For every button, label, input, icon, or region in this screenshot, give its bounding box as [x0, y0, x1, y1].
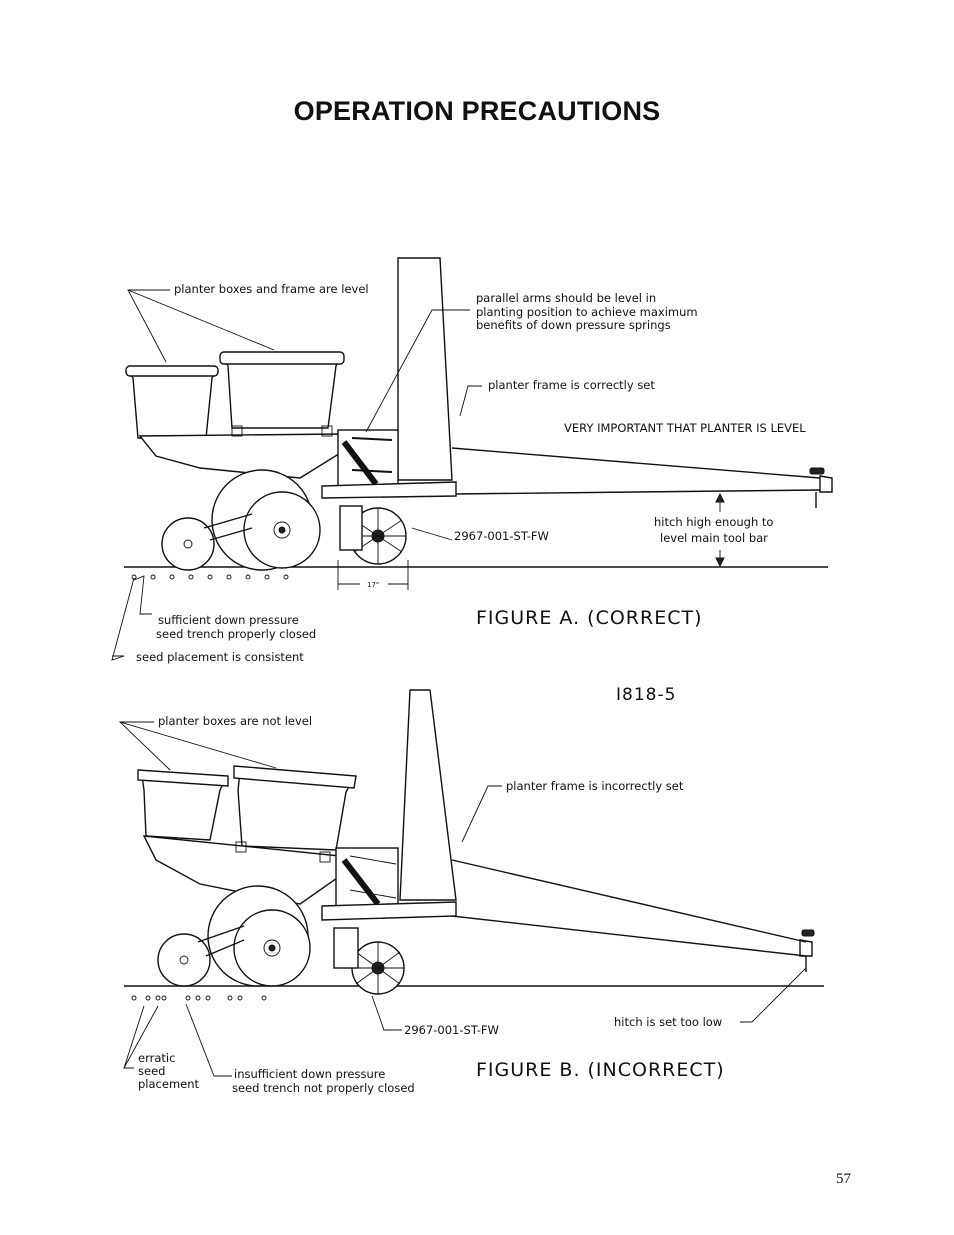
- planter-box-a1-lid: [125, 365, 219, 377]
- label-frame-incorrect: planter frame is incorrectly set: [506, 779, 684, 793]
- label-seed-consistent: seed placement is consistent: [136, 650, 304, 664]
- figure-b-caption: FIGURE B. (INCORRECT): [476, 1059, 725, 1081]
- label-hitch-too-low: hitch is set too low: [614, 1015, 722, 1029]
- label-erratic-2: seed: [138, 1064, 165, 1078]
- planter-frame-a: [138, 433, 343, 479]
- row-cleaner-b: [333, 927, 405, 995]
- dimension-17-label: 17": [367, 581, 379, 589]
- press-wheel-b: [157, 933, 211, 987]
- planter-box-a1: [126, 369, 218, 439]
- toolbar-post-b: [399, 689, 457, 901]
- label-hitch-2: level main tool bar: [660, 531, 768, 545]
- hitch-pin-b: [801, 929, 815, 937]
- label-insufficient-2: seed trench not properly closed: [232, 1081, 415, 1095]
- seed-row-a: [131, 574, 289, 580]
- parallel-arm-bracket-b: [335, 847, 399, 909]
- figure-b: planter boxes are not level planter fram…: [118, 689, 824, 1095]
- figure-a-caption: FIGURE A. (CORRECT): [476, 607, 702, 629]
- label-very-important: VERY IMPORTANT THAT PLANTER IS LEVEL: [564, 421, 806, 435]
- hitch-tongue-b-bottom: [451, 915, 807, 957]
- drawing-code: I818-5: [616, 685, 676, 705]
- hitch-tongue-a-top: [451, 447, 821, 479]
- planter-box-a2: [222, 357, 342, 429]
- label-erratic-3: placement: [138, 1077, 200, 1091]
- hitch-tongue-b-top: [451, 859, 807, 943]
- row-cleaner-a: [339, 505, 407, 565]
- label-parallel-arms-1: parallel arms should be level in: [476, 291, 656, 305]
- toolbar-post-a: [397, 257, 453, 481]
- label-parallel-arms-2: planting position to achieve maximum: [476, 305, 698, 319]
- label-frame-correct: planter frame is correctly set: [488, 378, 655, 392]
- label-erratic-1: erratic: [138, 1051, 175, 1065]
- press-wheel-a: [161, 517, 215, 571]
- label-down-pressure-2: seed trench properly closed: [156, 627, 316, 641]
- label-part-number-a: 2967-001-ST-FW: [454, 529, 549, 543]
- label-boxes-not-level: planter boxes are not level: [158, 714, 312, 728]
- label-boxes-level: planter boxes and frame are level: [174, 282, 369, 296]
- seed-row-b: [131, 995, 267, 1001]
- page-title: OPERATION PRECAUTIONS: [293, 96, 661, 126]
- planter-box-a2-lid: [219, 351, 345, 365]
- page-number: 57: [836, 1171, 851, 1187]
- hitch-tongue-a-bottom: [451, 489, 821, 495]
- label-hitch-1: hitch high enough to: [654, 515, 773, 529]
- label-parallel-arms-3: benefits of down pressure springs: [476, 318, 671, 332]
- label-part-number-b: 2967-001-ST-FW: [404, 1023, 499, 1037]
- hitch-pin-a: [809, 467, 825, 475]
- leader-boxes-a: [127, 289, 170, 363]
- label-down-pressure-1: sufficient down pressure: [158, 613, 299, 627]
- label-insufficient-1: insufficient down pressure: [234, 1067, 385, 1081]
- figure-a: 17" planter boxes and frame are level pa…: [111, 257, 833, 664]
